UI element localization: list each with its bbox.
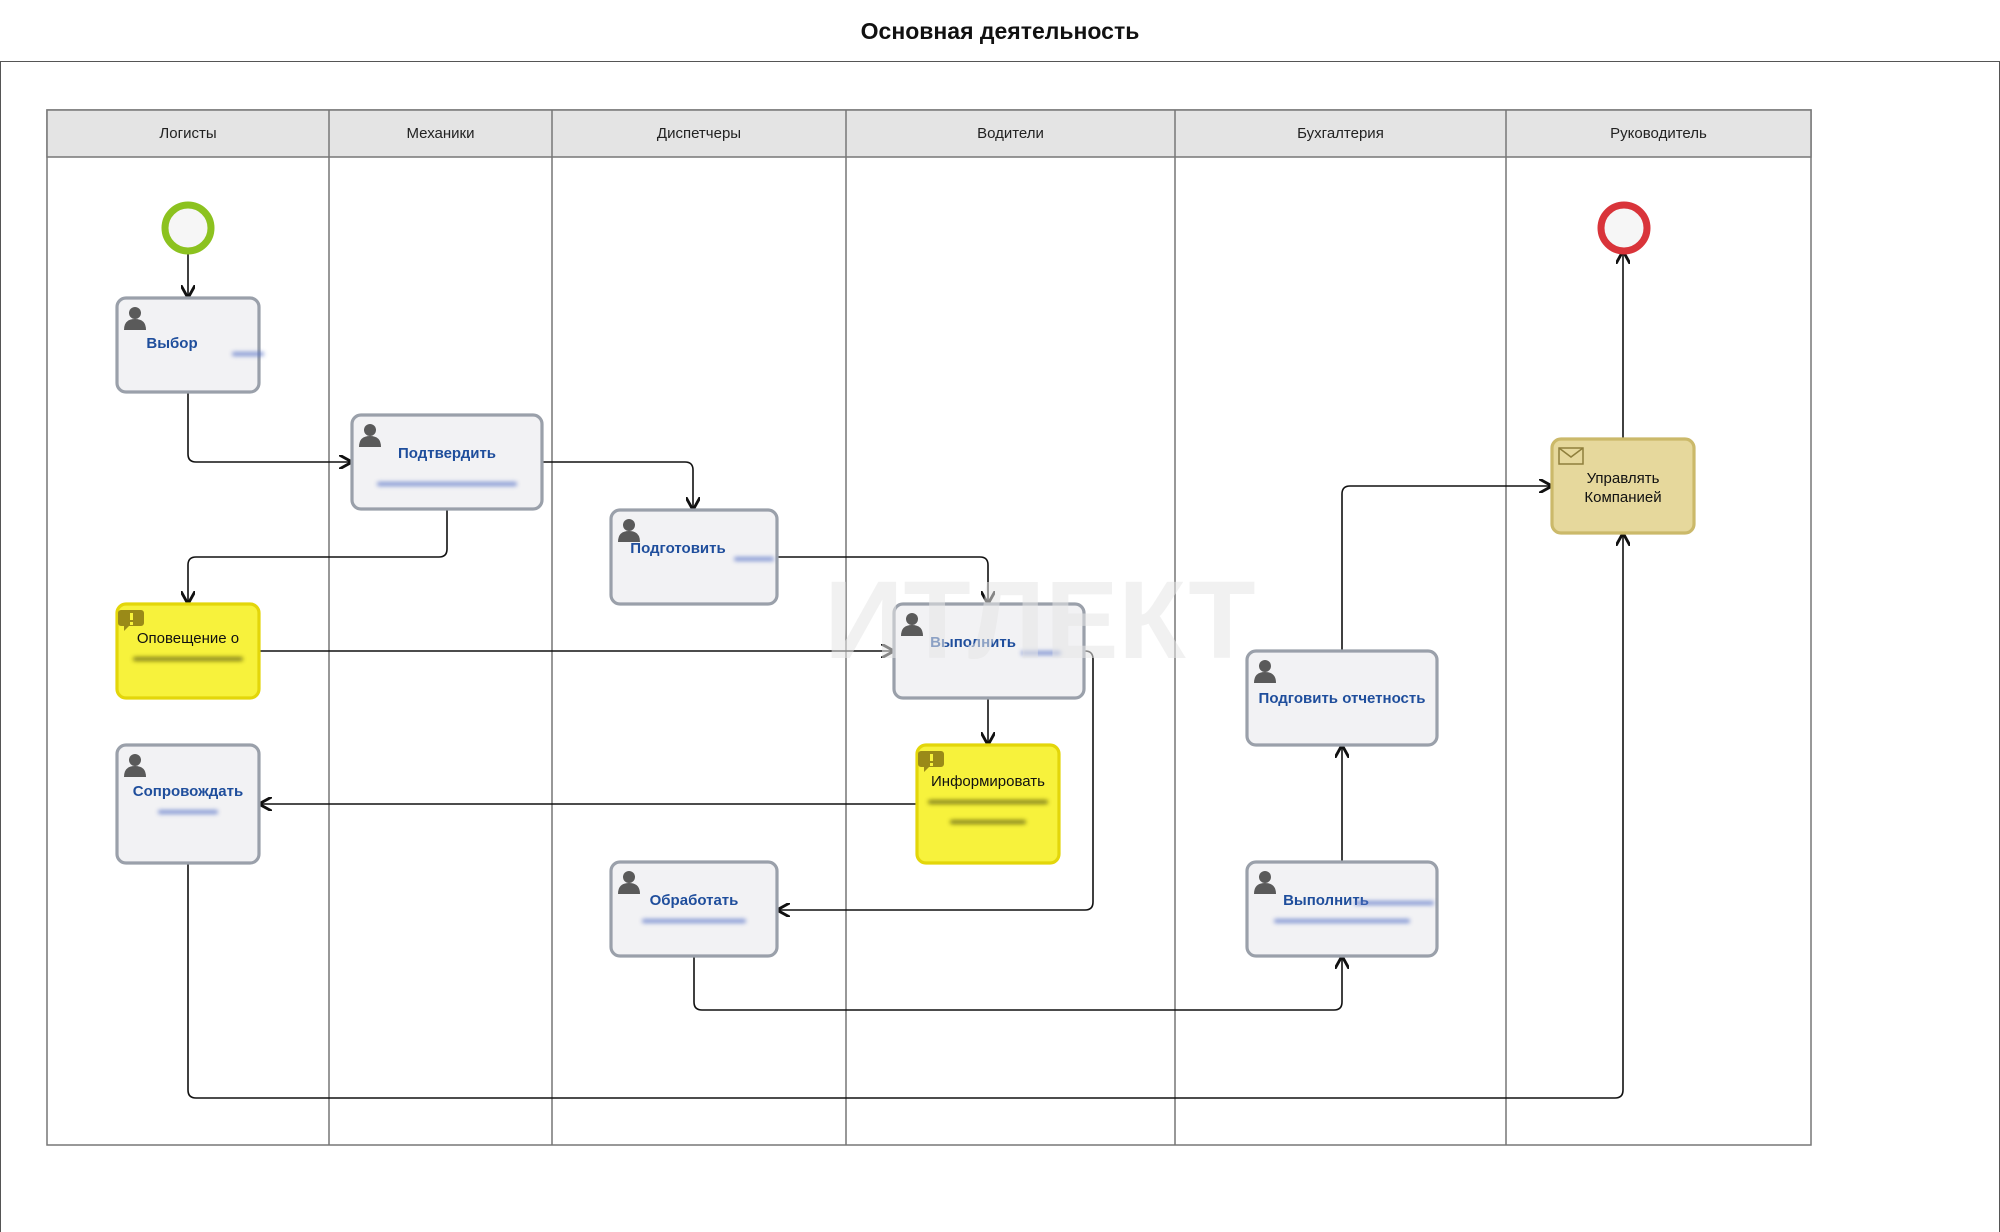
swimlanes: Логисты Механики Диспетчеры Водители Бухгалт… [46, 109, 1812, 1146]
sequence-flow [187, 533, 1623, 1099]
redacted-text [133, 657, 243, 661]
task-t4[interactable]: Оповещение о [115, 602, 261, 700]
task-label: Оповещение о [137, 630, 239, 647]
task-label: Обработать [650, 892, 739, 909]
lane-header: Логисты [159, 125, 216, 142]
task-label: Информировать [931, 773, 1045, 790]
task-label: Сопровождать [133, 783, 243, 800]
user-icon [618, 871, 640, 894]
task-label: Выбор [146, 335, 197, 352]
user-icon [359, 424, 381, 447]
diagram-title: Основная деятельность [860, 18, 1140, 44]
redacted-text [377, 482, 517, 486]
task-box [892, 602, 1086, 700]
task-label: Подготовить [630, 540, 725, 557]
alert-icon [918, 751, 944, 772]
sequence-flow [1341, 486, 1552, 651]
task-box [350, 413, 544, 511]
watermark: ИТЛЕКТ [824, 559, 1255, 682]
user-icon [1254, 660, 1276, 683]
user-icon [124, 754, 146, 777]
task-label: Управлять [1587, 470, 1660, 487]
task-box [609, 860, 779, 958]
sequence-flow [777, 556, 988, 604]
task-t7[interactable]: Информировать [915, 743, 1061, 865]
redacted-text [158, 810, 218, 814]
task-label: Подтвердить [398, 445, 496, 462]
lane-header: Водители [977, 125, 1044, 142]
start-event[interactable] [161, 201, 215, 255]
task-t10[interactable]: Выполнить [1245, 860, 1439, 958]
task-t8[interactable]: Обработать [609, 860, 779, 958]
user-icon [1254, 871, 1276, 894]
task-box [1245, 860, 1439, 958]
task-label: Выполнить [1283, 892, 1369, 909]
redacted-text [1274, 919, 1410, 923]
task-box [1245, 649, 1439, 747]
alert-icon [118, 610, 144, 631]
task-t9[interactable]: Подговить отчетность [1245, 649, 1439, 747]
redacted-text [232, 352, 264, 356]
task-t6[interactable]: Сопровождать [115, 743, 261, 865]
envelope-icon [1558, 447, 1584, 465]
redacted-text [734, 557, 774, 561]
lane-header: Бухгалтерия [1297, 125, 1384, 142]
sequence-flows [187, 251, 1623, 1099]
lane-header: Диспетчеры [657, 125, 741, 142]
redacted-text [1021, 651, 1061, 655]
redacted-text [928, 800, 1048, 804]
task-box [115, 743, 261, 865]
task-t2[interactable]: Подтвердить [350, 413, 544, 511]
task-label: Компанией [1584, 489, 1661, 506]
user-icon [618, 519, 640, 542]
user-icon [124, 307, 146, 330]
task-box [1550, 437, 1696, 535]
task-t1[interactable]: Выбор [115, 296, 264, 394]
user-icon [901, 613, 923, 636]
task-label: Подговить отчетность [1259, 690, 1426, 707]
task-box [115, 296, 261, 394]
redacted-text [642, 919, 746, 923]
end-event[interactable] [1597, 201, 1651, 255]
sequence-flow [187, 392, 352, 462]
redacted-text [1354, 901, 1434, 905]
sequence-flow [188, 509, 448, 604]
sequence-flow [777, 650, 1094, 910]
lane-header: Руководитель [1610, 125, 1707, 142]
task-box [609, 508, 779, 606]
task-box [115, 602, 261, 700]
task-t5[interactable]: Выполнить [892, 602, 1086, 700]
lane-header: Механики [407, 125, 475, 142]
task-t3[interactable]: Подготовить [609, 508, 779, 606]
sequence-flow [542, 461, 693, 510]
redacted-text [950, 820, 1026, 824]
task-label: Выполнить [930, 634, 1016, 651]
sequence-flow [693, 956, 1342, 1011]
